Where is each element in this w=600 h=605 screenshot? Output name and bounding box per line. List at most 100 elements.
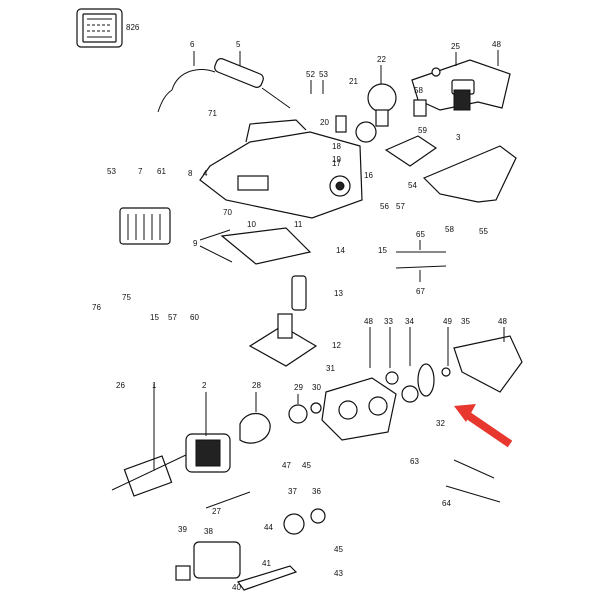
part-label: 59: [418, 126, 427, 135]
part-label: 58: [414, 86, 423, 95]
stator-part: [185, 433, 231, 473]
part-label: 48: [364, 317, 373, 326]
fan-housing-part: [239, 412, 271, 444]
part-label: 17: [332, 159, 341, 168]
part-label: 18: [332, 142, 341, 151]
part-label: 47: [282, 461, 291, 470]
part-label: 25: [451, 42, 460, 51]
part-label: 57: [396, 202, 405, 211]
part-label: 27: [212, 507, 221, 516]
part-label: 44: [264, 523, 273, 532]
spring-part: [335, 115, 347, 133]
part-label: 16: [364, 171, 373, 180]
leader-lines: [153, 50, 505, 470]
spanner-part: [445, 485, 501, 503]
part-label: 20: [320, 118, 329, 127]
bearing-29-part: [288, 404, 308, 424]
part-label: 30: [312, 383, 321, 392]
part-label: 40: [232, 583, 241, 592]
part-label: 49: [443, 317, 452, 326]
part-label: 35: [461, 317, 470, 326]
brush-holder-part: [193, 541, 241, 579]
part-label: 38: [204, 527, 213, 536]
part-label: 36: [312, 487, 321, 496]
part-label: 9: [193, 239, 198, 248]
part-label: 76: [92, 303, 101, 312]
part-label: 10: [247, 220, 256, 229]
dust-chute-part: [248, 325, 318, 367]
part-label: 8: [188, 169, 193, 178]
armature-part: [111, 453, 189, 497]
part-label: 41: [262, 559, 271, 568]
belt-cover-part: [453, 335, 523, 393]
part-label: 32: [436, 419, 445, 428]
part-label: 11: [294, 220, 303, 229]
part-label: 52: [306, 70, 315, 79]
part-label: 19: [332, 155, 341, 164]
part-label: 5: [236, 40, 241, 49]
part-labels: 6 5 52 53 22 25 48 20 21 58 59 3 71 18 1…: [92, 40, 507, 592]
part-label: 58: [445, 225, 454, 234]
part-label: 14: [336, 246, 345, 255]
spring-13-part: [291, 275, 307, 311]
part-label: 60: [190, 313, 199, 322]
gear-housing-part: [321, 377, 397, 441]
part-label: 2: [202, 381, 207, 390]
part-label: 26: [116, 381, 125, 390]
part-label: 22: [377, 55, 386, 64]
part-label: 1: [152, 381, 157, 390]
part-label: 33: [384, 317, 393, 326]
part-label: 21: [349, 77, 358, 86]
side-fence-part: [422, 145, 517, 203]
part-label: 55: [479, 227, 488, 236]
belt-part-2: [395, 265, 447, 269]
nut-49-part: [441, 367, 451, 377]
switch-lever-part: [413, 99, 427, 117]
document-icon: [76, 8, 123, 48]
part-label: 64: [442, 499, 451, 508]
sheet-ref-label: 826: [126, 23, 140, 32]
part-label: 15: [378, 246, 387, 255]
part-label: 63: [410, 457, 419, 466]
power-cable: [157, 58, 291, 113]
part-label: 70: [223, 208, 232, 217]
part-label: 75: [122, 293, 131, 302]
part-label: 39: [178, 525, 187, 534]
part-label: 37: [288, 487, 297, 496]
part-label: 57: [168, 313, 177, 322]
guide-part: [384, 135, 438, 167]
part-label: 7: [138, 167, 143, 176]
wire-27-part: [205, 491, 251, 509]
switch-part: [453, 89, 471, 111]
part-label: 71: [208, 109, 217, 118]
depth-knob-part: [367, 83, 397, 127]
base-plate-part: [220, 227, 312, 265]
bearing-36-part: [310, 508, 326, 524]
part-label: 29: [294, 383, 303, 392]
cap-39-part: [175, 565, 191, 581]
part-label: 31: [326, 364, 335, 373]
part-label: 54: [408, 181, 417, 190]
part-label: 6: [190, 40, 195, 49]
part-label: 61: [157, 167, 166, 176]
part-label: 45: [334, 545, 343, 554]
pulley-33-part: [385, 371, 399, 385]
hex-key-part: [453, 459, 495, 479]
part-label: 13: [334, 289, 343, 298]
part-label: 67: [416, 287, 425, 296]
part-label: 48: [498, 317, 507, 326]
part-label: 65: [416, 230, 425, 239]
part-label: 56: [380, 202, 389, 211]
washer-30-part: [310, 402, 322, 414]
grip-lines: [127, 214, 161, 240]
highlight-arrow: [454, 404, 513, 448]
planer-body: [199, 119, 363, 219]
disc-37-part: [283, 513, 305, 535]
part-label: 12: [332, 341, 341, 350]
front-grip-part: [119, 207, 171, 245]
part-label: 34: [405, 317, 414, 326]
belt-34-part: [417, 363, 435, 397]
gear-part: [355, 121, 377, 143]
